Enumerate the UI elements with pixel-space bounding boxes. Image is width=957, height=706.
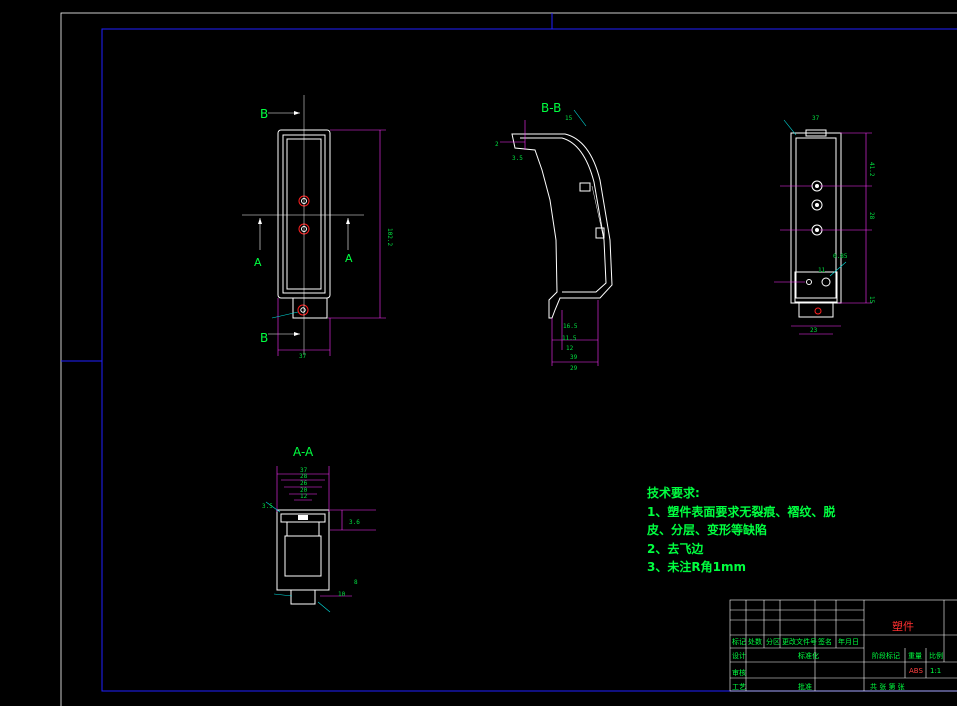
side-view-title: B-B — [541, 101, 561, 115]
tb-designer-label: 设计 — [732, 651, 746, 660]
section-dim-9: 10 — [338, 591, 346, 598]
right-dim-5: 23 — [810, 327, 818, 334]
tb-process-label: 工艺 — [732, 683, 746, 691]
side-dim-3: 15 — [565, 115, 573, 122]
side-dim-4: 16.5 — [563, 323, 578, 330]
tb-col-count: 处数 — [748, 637, 762, 646]
right-dim-1: 41.2 — [868, 162, 875, 177]
side-label-a-left: A — [254, 256, 262, 269]
section-dim-6: 3.6 — [349, 519, 360, 526]
section-dim-3: 26 — [300, 480, 308, 487]
right-dim-7: 0.85 — [833, 253, 848, 260]
right-dim-4: 11 — [818, 267, 826, 274]
right-dim-6: 37 — [812, 115, 820, 122]
tech-req-line-1: 1、塑件表面要求无裂痕、褶纹、脱 — [647, 504, 835, 519]
section-dim-4: 20 — [300, 487, 308, 494]
section-dim-1: 37 — [300, 467, 308, 474]
section-dim-5: 12 — [300, 493, 308, 500]
tb-sheet-text: 共 张 第 张 — [870, 682, 905, 691]
tb-material: ABS — [909, 667, 923, 675]
tb-col-change-doc: 更改文件号 — [782, 637, 817, 646]
section-label-b-bottom: B — [260, 331, 268, 345]
section-dim-8: 8 — [354, 579, 358, 586]
section-label-b-top: B — [260, 107, 268, 121]
side-view — [500, 109, 613, 366]
section-dim-2: 28 — [300, 473, 308, 480]
right-view — [774, 119, 872, 335]
tech-req-line-3: 2、去飞边 — [647, 541, 704, 556]
front-view — [242, 95, 386, 356]
tech-req-title: 技术要求: — [647, 485, 700, 500]
tech-req-line-2: 皮、分层、变形等缺陷 — [646, 522, 767, 537]
title-block-grid — [729, 599, 957, 692]
tb-approve-label: 批准 — [798, 682, 812, 691]
tb-scale-value: 1:1 — [930, 667, 941, 675]
outer-border — [60, 12, 957, 706]
tb-weight-label: 重量 — [908, 652, 922, 660]
side-dim-2: 3.5 — [512, 155, 523, 162]
tech-req-line-4: 3、未注R角1mm — [647, 559, 746, 574]
front-width-dim: 37 — [299, 353, 307, 360]
tb-col-zone: 分区 — [766, 637, 780, 646]
section-dim-7: 3.5 — [262, 503, 273, 510]
tb-checker-label: 审核 — [732, 668, 746, 677]
section-view — [265, 466, 376, 613]
tb-stage-label: 阶段标记 — [872, 651, 900, 660]
side-dim-8: 29 — [570, 365, 578, 372]
front-height-dim: 102.2 — [386, 228, 393, 246]
side-dim-5: 11.5 — [562, 335, 577, 342]
side-dim-7: 39 — [570, 354, 578, 361]
tb-standard-label: 标准化 — [798, 651, 819, 660]
tb-col-sign: 签名 — [818, 637, 832, 646]
side-dim-6: 12 — [566, 345, 574, 352]
side-label-a-right: A — [345, 252, 353, 265]
right-dim-2: 28 — [868, 212, 875, 220]
part-name: 塑件 — [892, 619, 914, 633]
right-dim-3: 15 — [868, 296, 875, 304]
side-dim-1: 2 — [495, 141, 499, 148]
tb-col-mark: 标记 — [732, 637, 746, 646]
section-view-title: A-A — [293, 445, 314, 459]
tb-col-date: 年月日 — [838, 637, 859, 646]
inner-frame — [101, 28, 957, 692]
tb-scale-label: 比例 — [929, 651, 943, 660]
